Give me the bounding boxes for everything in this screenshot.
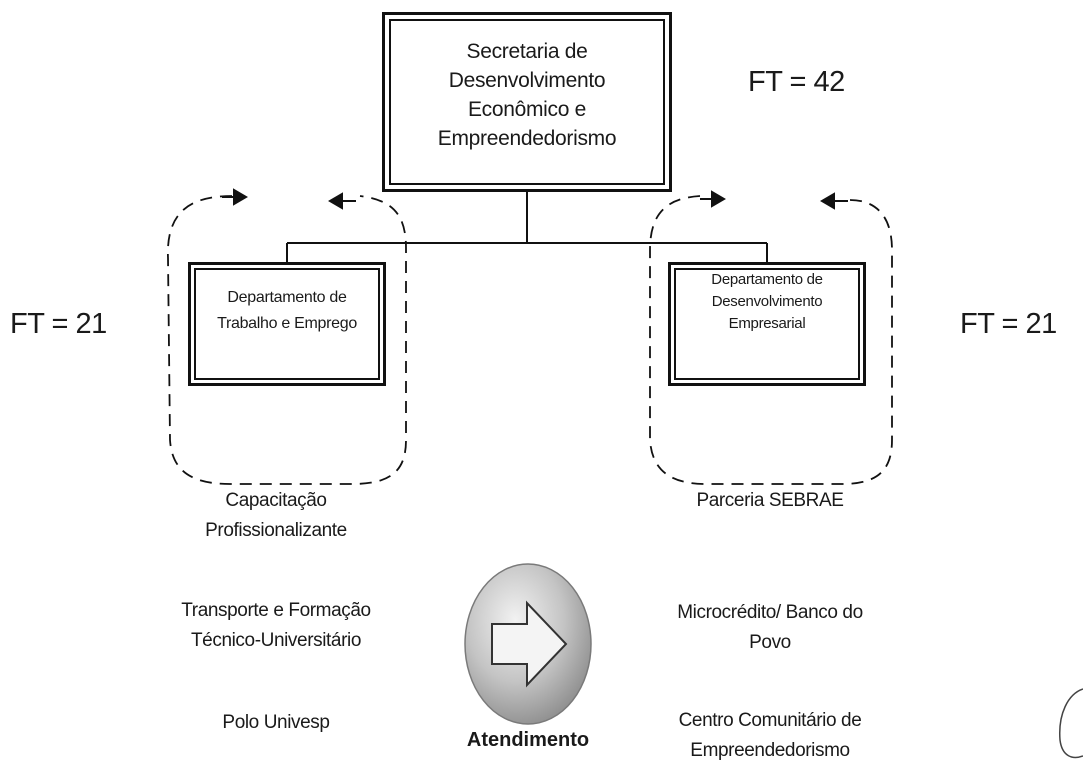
stack-line: Empreendedorismo [690, 740, 850, 761]
stack-line: Capacitação [225, 490, 327, 511]
secretaria-title: Secretaria de Desenvolvimento Econômico … [407, 37, 647, 153]
left-loop-arrow-right [222, 188, 248, 206]
right-arrow-icon [464, 563, 592, 725]
stack-line: Transporte e Formação [181, 600, 371, 621]
box-line: Departamento de [227, 289, 347, 306]
stack-line: Técnico-Universitário [190, 630, 362, 651]
trabalho-emprego-box: Departamento de Trabalho e Emprego [188, 262, 386, 386]
secretaria-box: Secretaria de Desenvolvimento Econômico … [382, 12, 672, 192]
box-line: Trabalho e Emprego [217, 315, 357, 332]
stack-line: Centro Comunitário de [678, 710, 862, 731]
desenvolvimento-empresarial-title: Departamento de Desenvolvimento Empresar… [679, 269, 855, 335]
box-line: Empresarial [728, 315, 806, 332]
right-loop-arrow-left [820, 192, 848, 210]
left-column-item-polo: Polo Univesp [146, 708, 406, 738]
stack-line: Microcrédito/ Banco do [677, 602, 863, 623]
stack-line: Parceria SEBRAE [696, 490, 844, 511]
left-column-heading: Capacitação Profissionalizante [146, 486, 406, 546]
desenvolvimento-empresarial-box: Departamento de Desenvolvimento Empresar… [668, 262, 866, 386]
secretaria-line: Desenvolvimento [448, 69, 606, 92]
signature-stroke [1059, 688, 1083, 759]
left-loop-arrow-left [328, 192, 356, 210]
ft-top-label: FT = 42 [748, 66, 845, 98]
stack-line: Profissionalizante [205, 520, 347, 541]
box-line: Desenvolvimento [711, 293, 823, 310]
stack-line: Polo Univesp [222, 712, 330, 733]
right-column-heading: Parceria SEBRAE [640, 486, 900, 516]
right-column-item-microcredito: Microcrédito/ Banco do Povo [640, 598, 900, 658]
right-dashed-loop [649, 195, 893, 485]
stack-line: Povo [749, 632, 791, 653]
ft-left-label: FT = 21 [10, 308, 107, 340]
secretaria-line: Econômico e [467, 98, 587, 121]
left-dashed-loop [167, 195, 407, 485]
ft-right-label: FT = 21 [960, 308, 1057, 340]
atendimento-label: Atendimento [466, 729, 590, 751]
box-line: Departamento de [711, 271, 823, 288]
secretaria-line: Empreendedorismo [437, 127, 617, 150]
trabalho-emprego-title: Departamento de Trabalho e Emprego [199, 285, 375, 337]
right-loop-arrow-right [700, 190, 726, 208]
secretaria-line: Secretaria de [466, 40, 588, 63]
right-column-item-centro: Centro Comunitário de Empreendedorismo [640, 706, 900, 766]
left-column-item-transporte: Transporte e Formação Técnico-Universitá… [146, 596, 406, 656]
